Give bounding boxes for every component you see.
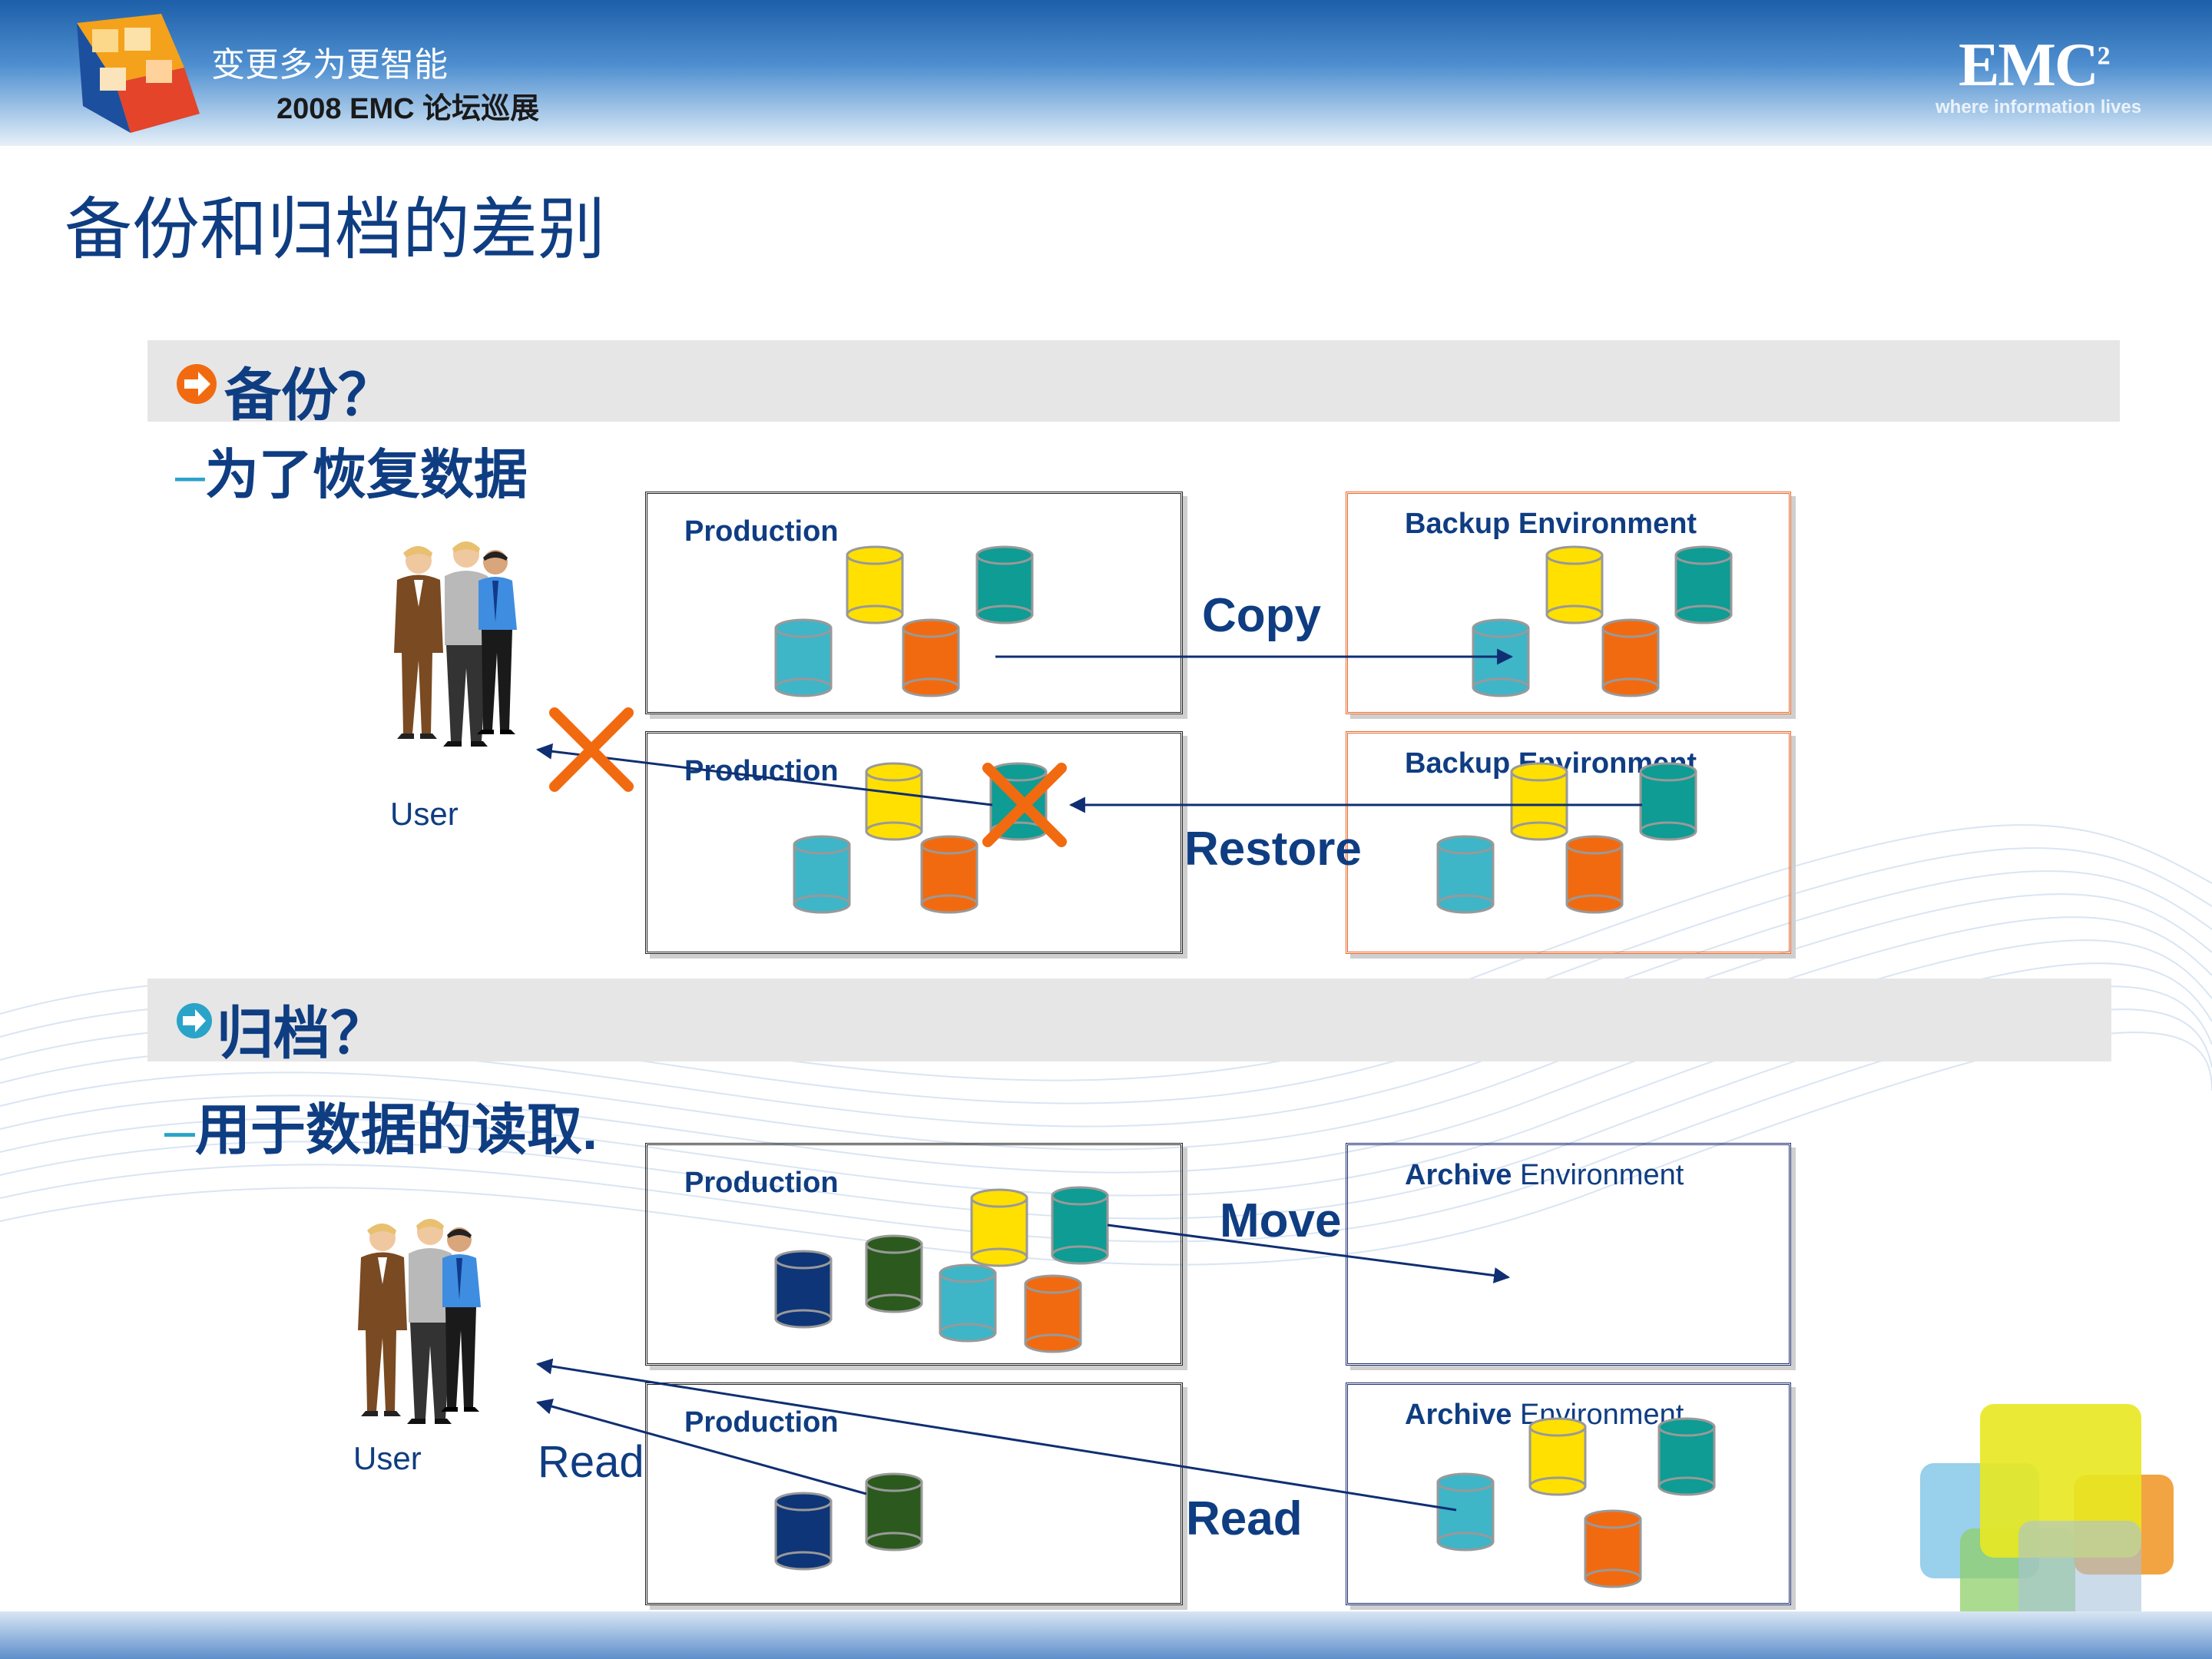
emc-logo: EMC2 <box>1959 31 2111 101</box>
footer-bar <box>0 1611 2212 1659</box>
user-read-label: Read <box>538 1437 644 1487</box>
copy-production-label: Production <box>684 515 839 548</box>
backup-user-label: User <box>390 796 459 832</box>
cylinder-icon <box>970 1188 1028 1267</box>
move-label: Move <box>1220 1194 1342 1247</box>
restore-user-arrow <box>535 743 993 806</box>
backup-subheading: –为了恢复数据 <box>175 432 528 509</box>
cylinder-icon <box>902 618 960 697</box>
emc-logo-text: EMC <box>1959 31 2099 99</box>
cylinder-icon <box>1528 1417 1587 1496</box>
copy-backup-label: Backup Environment <box>1405 508 1697 540</box>
archive-label-bold: Archive <box>1405 1159 1512 1191</box>
cylinder-icon <box>1051 1186 1109 1265</box>
users-group-icon <box>394 541 517 747</box>
move-production-box: Production <box>645 1143 1183 1366</box>
move-production-label: Production <box>684 1167 839 1199</box>
restore-label: Restore <box>1184 823 1362 876</box>
read-archive-box: Archive Environment <box>1346 1382 1791 1605</box>
cylinder-icon <box>1601 618 1660 697</box>
move-archive-label: Archive Environment <box>1405 1159 1684 1192</box>
cylinder-icon <box>865 1234 923 1313</box>
read-archive-label: Archive Environment <box>1405 1399 1684 1432</box>
copy-label: Copy <box>1202 589 1321 642</box>
backup-heading-bar <box>147 340 2120 422</box>
cylinder-icon <box>1639 762 1697 841</box>
move-archive-box: Archive Environment <box>1346 1143 1791 1366</box>
archive-user-label: User <box>353 1440 422 1476</box>
cylinder-icon <box>1510 762 1568 841</box>
read-production-box: Production <box>645 1382 1183 1605</box>
header-banner: 变更多为更智能 2008 EMC 论坛巡展 EMC2 where informa… <box>0 0 2212 146</box>
cylinder-icon <box>1436 835 1495 914</box>
arrow-bullet-icon <box>177 364 217 404</box>
fail-x-icon <box>549 707 634 792</box>
read-arrow-production <box>535 1398 867 1495</box>
archive-subheading-text: 用于数据的读取. <box>195 1100 598 1161</box>
move-arrow <box>1107 1224 1511 1283</box>
event-name: 2008 EMC 论坛巡展 <box>276 93 540 125</box>
cylinder-icon <box>774 1250 833 1329</box>
users-group-icon <box>358 1219 481 1424</box>
cylinder-icon <box>1024 1274 1082 1353</box>
arrow-bullet-icon <box>177 1003 212 1038</box>
cylinder-icon <box>865 1472 923 1551</box>
fail-x-icon <box>982 763 1067 847</box>
event-slogan: 变更多为更智能 <box>211 45 448 84</box>
dash-bullet: – <box>164 1100 196 1161</box>
backup-subheading-text: 为了恢复数据 <box>204 445 528 505</box>
read-arrow-archive <box>535 1358 1457 1512</box>
dash-bullet: – <box>175 445 205 505</box>
cylinder-icon <box>865 762 923 841</box>
backup-heading: 备份？ <box>224 363 395 427</box>
emc-tagline: where information lives <box>1936 97 2142 118</box>
archive-label-rest: Environment <box>1512 1159 1684 1191</box>
cylinder-icon <box>1674 545 1733 624</box>
cylinder-icon <box>939 1263 997 1343</box>
event-logo-icon <box>77 14 200 133</box>
restore-production-box: Production <box>645 731 1183 954</box>
archive-heading: 归档？ <box>217 1002 387 1065</box>
cylinder-icon <box>774 1492 833 1571</box>
read-production-label: Production <box>684 1406 839 1439</box>
decorative-squares <box>1920 1404 2174 1640</box>
cylinder-icon <box>975 545 1034 624</box>
archive-label-bold: Archive <box>1405 1399 1512 1431</box>
read-label: Read <box>1186 1492 1303 1545</box>
archive-subheading: –用于数据的读取. <box>164 1084 598 1165</box>
cylinder-icon <box>1584 1509 1642 1588</box>
archive-heading-bar <box>147 979 2111 1061</box>
copy-production-box: Production <box>645 492 1183 714</box>
cylinder-icon <box>793 835 851 914</box>
copy-backup-box: Backup Environment <box>1346 492 1791 714</box>
cylinder-icon <box>1565 835 1624 914</box>
cylinder-icon <box>1436 1472 1495 1551</box>
cylinder-icon <box>920 835 979 914</box>
page-title: 备份和归档的差别 <box>65 190 606 269</box>
emc-logo-sup: 2 <box>2097 41 2111 71</box>
cylinder-icon <box>1657 1417 1716 1496</box>
cylinder-icon <box>846 545 904 624</box>
cylinder-icon <box>774 618 833 697</box>
cylinder-icon <box>1545 545 1604 624</box>
